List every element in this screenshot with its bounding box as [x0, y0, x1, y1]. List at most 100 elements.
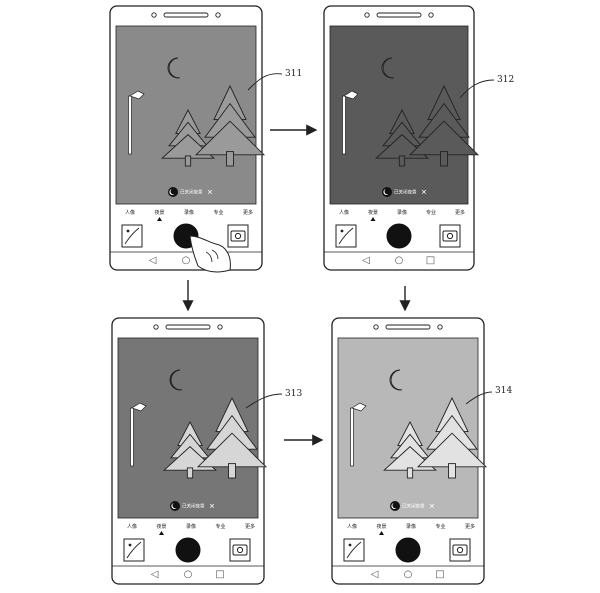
mode-tab-1[interactable]: 夜景 — [154, 209, 164, 216]
earpiece — [165, 324, 211, 330]
label-314: 314 — [495, 386, 512, 396]
mode-tab-3[interactable]: 专业 — [213, 209, 223, 216]
lamp-pole — [342, 95, 346, 155]
large-tree — [194, 84, 266, 167]
night-mode-chip[interactable]: 已关闭夜景✕ — [168, 187, 213, 197]
shutter-button[interactable] — [175, 537, 201, 563]
home-nav-icon[interactable]: ○ — [182, 255, 191, 266]
mode-tab-0[interactable]: 人像 — [127, 523, 137, 530]
mode-tab-1[interactable]: 夜景 — [368, 209, 378, 216]
close-chip-icon[interactable]: ✕ — [209, 503, 215, 511]
switch-camera-button[interactable] — [439, 224, 461, 248]
moon-shape — [381, 57, 395, 79]
lamp-pole — [128, 95, 132, 155]
recents-nav-icon[interactable]: □ — [426, 255, 435, 266]
home-nav-icon[interactable]: ○ — [395, 255, 404, 266]
moon-glyph-icon — [169, 189, 175, 195]
leader-line-311 — [247, 73, 283, 91]
night-mode-chip[interactable]: 已关闭夜景 ✕ — [170, 501, 215, 511]
lamp-pole — [130, 407, 134, 467]
mode-tab-2[interactable]: 录像 — [186, 523, 196, 530]
gallery-dot — [340, 229, 344, 233]
switch-camera-icon — [230, 230, 246, 242]
close-chip-icon[interactable]: ✕ — [207, 189, 213, 197]
mode-tab-4[interactable]: 更多 — [243, 209, 253, 216]
back-nav-icon[interactable]: ◁ — [362, 255, 370, 266]
phone-314: 已关闭夜景 ✕ 人像 夜景 录像 专业 更多 ◁ ○ □ — [331, 317, 488, 585]
mode-tab-2[interactable]: 录像 — [184, 209, 194, 216]
lamp-head — [129, 90, 145, 100]
gallery-dot — [348, 543, 352, 547]
night-mode-chip[interactable]: 已关闭夜景 ✕ — [390, 501, 435, 511]
switch-camera-button[interactable] — [449, 538, 471, 562]
gallery-curve — [346, 541, 362, 559]
mode-tab-1[interactable]: 夜景 — [376, 523, 386, 530]
phone-312: 已关闭夜景 ✕ 人像 夜景 录像 专业 更多 ◁ ○ □ — [323, 5, 480, 271]
recents-nav-icon[interactable]: □ — [215, 569, 224, 580]
recents-nav-icon[interactable]: □ — [435, 569, 444, 580]
mode-tab-2[interactable]: 录像 — [406, 523, 416, 530]
night-chip-label: 已关闭夜景 — [402, 503, 425, 510]
street-lamp — [350, 402, 367, 467]
switch-lens — [446, 232, 454, 240]
tree-trunk — [398, 155, 406, 167]
lamp-head — [351, 402, 367, 412]
mode-tab-4[interactable]: 更多 — [465, 523, 475, 530]
mode-tab-1[interactable]: 夜景 — [156, 523, 166, 530]
switch-lens — [236, 546, 244, 554]
tree-trunk — [448, 463, 456, 479]
close-chip-icon[interactable]: ✕ — [429, 503, 435, 511]
night-mode-chip[interactable]: 已关闭夜景 ✕ — [382, 187, 427, 197]
mode-caret-icon — [157, 217, 162, 221]
camera-dot-icon — [151, 12, 157, 18]
back-nav-icon[interactable]: ◁ — [371, 569, 379, 580]
mode-tab-0[interactable]: 人像 — [339, 209, 349, 216]
moon-glyph-icon — [383, 189, 389, 195]
close-chip-icon[interactable]: ✕ — [421, 189, 427, 197]
gallery-curve — [124, 227, 140, 245]
home-nav-icon[interactable]: ○ — [184, 569, 193, 580]
tree-trunk — [226, 151, 234, 167]
night-chip-moon-icon — [170, 501, 180, 511]
switch-camera-button[interactable] — [229, 538, 251, 562]
mode-tab-3[interactable]: 专业 — [435, 523, 445, 530]
street-lamp — [128, 90, 145, 155]
moon-icon — [389, 369, 403, 391]
tree-trunk — [186, 467, 194, 479]
mode-tab-4[interactable]: 更多 — [455, 209, 465, 216]
earpiece — [376, 12, 422, 18]
gallery-curve — [126, 541, 142, 559]
lamp-head — [343, 90, 359, 100]
tree-trunk — [228, 463, 236, 479]
phone-313: 已关闭夜景 ✕ 人像 夜景 录像 专业 更多 ◁ ○ □ — [111, 317, 268, 585]
night-chip-label: 已关闭夜景 — [182, 503, 205, 510]
mode-tab-0[interactable]: 人像 — [347, 523, 357, 530]
earpiece — [385, 324, 431, 330]
mode-tab-3[interactable]: 专业 — [426, 209, 436, 216]
night-chip-label: 已关闭夜景 — [394, 189, 417, 196]
back-nav-icon[interactable]: ◁ — [151, 569, 159, 580]
night-chip-moon-icon — [168, 187, 178, 197]
switch-camera-button[interactable] — [227, 224, 249, 248]
mode-tab-4[interactable]: 更多 — [245, 523, 255, 530]
earpiece — [163, 12, 209, 18]
mode-tab-0[interactable]: 人像 — [125, 209, 135, 216]
mode-tab-3[interactable]: 专业 — [215, 523, 225, 530]
back-nav-icon[interactable]: ◁ — [149, 255, 157, 266]
moon-icon — [167, 57, 181, 79]
finger-lines — [205, 249, 219, 263]
tree-trunk — [440, 151, 448, 167]
shutter-button[interactable] — [386, 223, 412, 249]
shutter-button[interactable] — [395, 537, 421, 563]
mode-caret-icon — [159, 531, 164, 535]
switch-lens — [456, 546, 464, 554]
small-tree — [160, 109, 216, 167]
mode-tab-2[interactable]: 录像 — [397, 209, 407, 216]
lamp-pole — [350, 407, 354, 467]
moon-icon — [381, 57, 395, 79]
home-nav-icon[interactable]: ○ — [404, 569, 413, 580]
gallery-dot — [126, 229, 130, 233]
gallery-dot — [128, 543, 132, 547]
